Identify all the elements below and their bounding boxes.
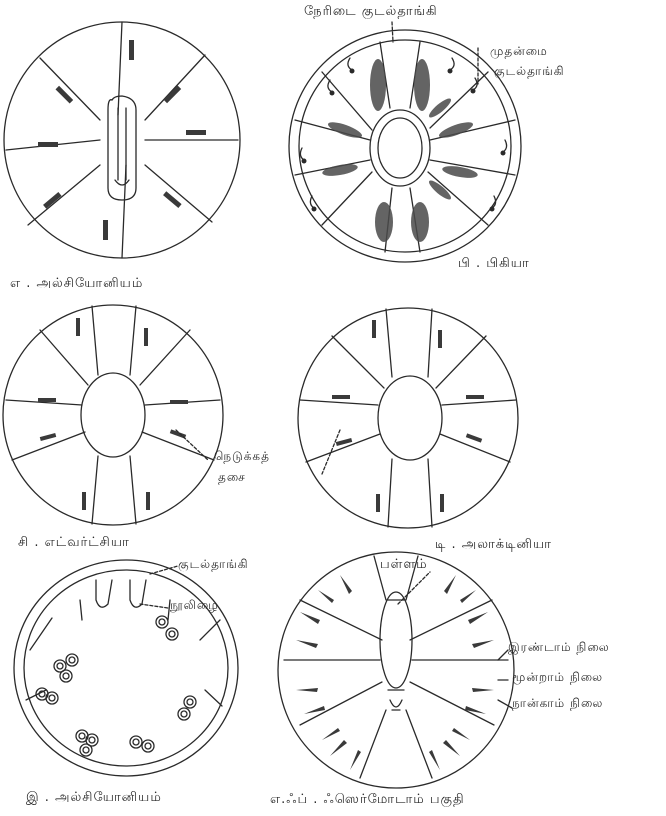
- panel-c-diagram: [3, 305, 223, 525]
- panel-f-diagram: [278, 552, 514, 788]
- label-primary-mesentery-line1: முதன்மை: [490, 44, 548, 60]
- label-direct-siphonoglyph: நேரிடை குடல்தாங்கி: [304, 4, 438, 20]
- panel-a-diagram: [4, 22, 240, 258]
- label-fourth-stage: நான்காம் நிலை: [512, 696, 603, 712]
- label-longitudinal-muscle-line1: நெடுக்கத்: [214, 449, 270, 465]
- label-third-stage: மூன்றாம் நிலை: [512, 670, 603, 686]
- panel-b-diagram: [289, 22, 521, 262]
- panel-d-diagram: [298, 308, 518, 528]
- label-second-stage: இரண்டாம் நிலை: [508, 640, 610, 656]
- caption-panel-c: சி . எட்வர்ட்சியா: [18, 535, 130, 551]
- label-mesentery: குடல்தாங்கி: [178, 557, 249, 573]
- label-groove: பள்ளம்: [380, 557, 428, 573]
- caption-panel-a: எ . அல்சியோனியம்: [10, 276, 143, 292]
- caption-panel-f: எ.ஃப் . ஃஸெர்மோடாம் பகுதி: [270, 792, 465, 808]
- caption-panel-e: இ . அல்சியோனியம்: [26, 790, 162, 806]
- label-filament: நூலிழை: [170, 598, 219, 614]
- label-primary-mesentery-line2: குடல்தாங்கி: [494, 64, 565, 80]
- caption-panel-b: பி . பிகியா: [458, 256, 530, 272]
- label-longitudinal-muscle-line2: தசை: [218, 470, 246, 486]
- panel-e-diagram: [14, 560, 238, 776]
- caption-panel-d: டி . அலாக்டினியா: [435, 537, 552, 553]
